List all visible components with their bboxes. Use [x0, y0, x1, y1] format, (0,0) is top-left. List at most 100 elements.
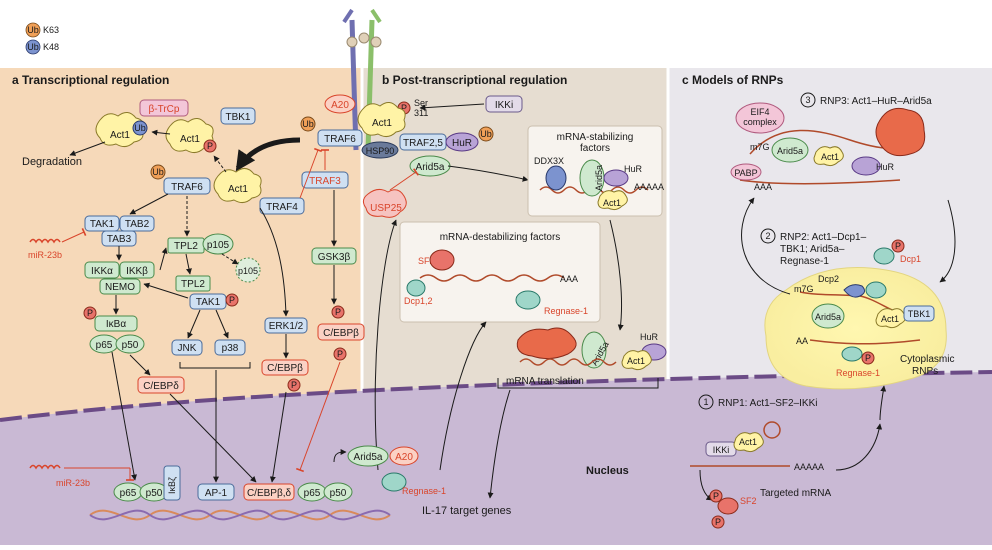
rnp3-number — [800, 92, 816, 108]
ub-k63-on-traf6 — [300, 116, 316, 132]
tpl2-b-label: TPL2 — [181, 279, 205, 290]
jnk-label: JNK — [178, 343, 197, 354]
hur-rnp3 — [851, 156, 881, 176]
traf6-left-box — [163, 177, 211, 195]
tak1-box — [84, 215, 120, 232]
act1-degraded-blob — [95, 112, 144, 148]
btrcp-box — [139, 99, 189, 117]
ikki-top-label: IKKi — [495, 100, 513, 111]
p-text-3: P — [87, 308, 93, 318]
arid5a-rnp3 — [771, 137, 809, 163]
cebpb-mid-label: C/EBPβ — [267, 363, 303, 374]
tab2-box — [119, 215, 155, 232]
act1-top-label: Act1 — [372, 118, 392, 129]
dcp2-label: Dcp2 — [818, 274, 839, 284]
act1-rnp2 — [875, 308, 906, 329]
act1-center-label: Act1 — [228, 184, 248, 195]
legend: Ub K63 Ub K48 — [25, 22, 59, 55]
ribosome-icon — [516, 327, 577, 360]
arid5a-top-label: Arid5a — [416, 162, 445, 173]
rnp2-label-3: Regnase-1 — [780, 256, 829, 267]
tbk1-label: TBK1 — [225, 112, 250, 123]
regnase-nuc-label: Regnase-1 — [402, 486, 446, 496]
phospho-icon — [331, 305, 345, 319]
ikki-rnp1-label: IKKi — [713, 445, 730, 455]
phospho-icon — [709, 489, 723, 503]
aaaaa-rnp1-label: AAAAA — [794, 462, 824, 472]
p-text-5: P — [335, 307, 341, 317]
usp25-blob — [362, 188, 407, 218]
erk-box — [264, 317, 308, 334]
ub-k63-traf6-left — [150, 164, 166, 180]
dcp2-shape — [843, 284, 866, 298]
p50-nuc-b — [323, 482, 353, 502]
rnp3-number-text: 3 — [805, 95, 810, 105]
phospho-icon — [203, 139, 217, 153]
ikkb-label: IKKβ — [126, 266, 148, 277]
act1-degraded-label: Act1 — [110, 130, 130, 141]
dna-helix — [89, 509, 391, 521]
aaaaa-stab-label: AAAAA — [634, 182, 664, 192]
act1-trans — [621, 350, 652, 371]
rnp-granule — [764, 267, 947, 390]
dcp12-shape — [406, 279, 426, 297]
ddx3x-label: DDX3X — [534, 156, 564, 166]
hur-top-label: HuR — [452, 138, 472, 149]
ikba-label: IκBα — [106, 319, 126, 330]
tpl2-b-box — [175, 275, 211, 292]
phospho-icon — [83, 306, 97, 320]
nucleus-region — [0, 372, 992, 545]
regnase-rnp2 — [841, 346, 863, 362]
act1-rnp3 — [813, 146, 844, 167]
p-text-4: P — [291, 380, 297, 390]
p-text-2: P — [229, 295, 235, 305]
ub-k48-icon: Ub — [27, 42, 39, 52]
p50-nuc-b-label: p50 — [330, 488, 347, 499]
phospho-icon — [861, 351, 875, 365]
dcp1-label: Dcp1 — [900, 254, 921, 264]
tak1-label: TAK1 — [90, 219, 115, 230]
p65-a-label: p65 — [96, 340, 113, 351]
dcp1-shape — [873, 247, 895, 265]
traf4-box — [259, 197, 305, 215]
a20-nuc — [389, 446, 419, 466]
sf2-rnp1-label: SF2 — [740, 496, 757, 506]
tbk1-rnp2-box — [903, 305, 935, 322]
p50-nuc-label: p50 — [146, 488, 163, 499]
cebpbd-box — [243, 483, 295, 501]
rnp1-label: RNP1: Act1–SF2–IKKi — [718, 398, 818, 409]
p50-a-label: p50 — [122, 340, 139, 351]
tbk1-rnp2-label: TBK1 — [908, 309, 931, 319]
ub-text-1: Ub — [134, 123, 146, 133]
tab3-label: TAB3 — [107, 234, 132, 245]
eif4-label-1: EIF4 — [750, 107, 769, 117]
regnase-destab — [515, 290, 541, 310]
hur-top — [445, 132, 479, 152]
ikbz-box — [163, 465, 181, 501]
traf6-top-box — [317, 129, 363, 147]
arid5a-stab-label: Arid5a — [594, 165, 604, 191]
gsk3b-box — [311, 247, 357, 265]
p105-box — [202, 233, 234, 255]
ub-k48-on-act1 — [132, 120, 148, 136]
aa-rnp2-label: AA — [796, 336, 808, 346]
cebpd-box — [137, 376, 185, 394]
ub-k63-on-hur — [478, 126, 494, 142]
hur-stab-label: HuR — [624, 164, 643, 174]
ikki-top-box — [485, 95, 523, 113]
p38-label: p38 — [222, 343, 239, 354]
act1-rnp1 — [733, 432, 764, 453]
arid5a-nuc — [347, 445, 389, 467]
tak1-b-label: TAK1 — [196, 297, 221, 308]
arid5a-rnp2-label: Arid5a — [815, 312, 841, 322]
rnp2-number-text: 2 — [765, 231, 770, 241]
traf6-left-label: TRAF6 — [171, 182, 203, 193]
panel-b-title: b Post-transcriptional regulation — [382, 73, 567, 87]
gsk3b-label: GSK3β — [318, 252, 351, 263]
translation-label: mRNA translation — [506, 376, 584, 387]
destabilizing-label: mRNA-destabilizing factors — [440, 232, 561, 243]
act1-phospho-label: Act1 — [180, 134, 200, 145]
m7g-rnp3-label: m7G — [750, 142, 770, 152]
aaa-rnp3-label: AAA — [754, 182, 772, 192]
phospho-icon — [333, 347, 347, 361]
